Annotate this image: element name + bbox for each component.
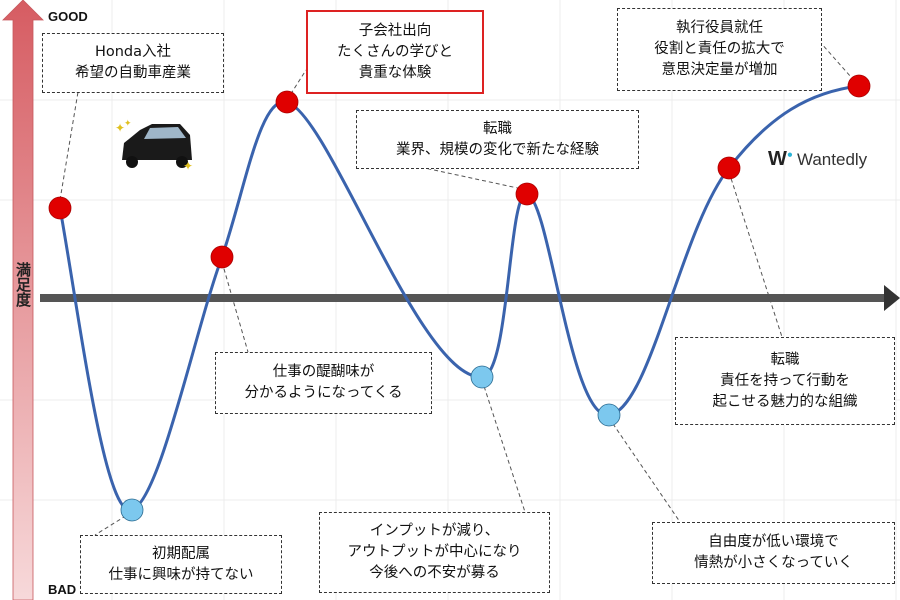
wantedly-w-icon: W● <box>768 148 793 170</box>
satisfaction-curve <box>58 84 860 512</box>
event-executive-officer: 執行役員就任役割と責任の拡大で意思決定量が増加 <box>617 8 822 91</box>
satisfaction-label: 満足度 <box>14 262 32 307</box>
event-initial-assignment: 初期配属仕事に興味が持てない <box>80 535 282 594</box>
event-job-change-1: 転職業界、規模の変化で新たな経験 <box>356 110 639 169</box>
event-honda-join: Honda入社希望の自動車産業 <box>42 33 224 93</box>
event-job-change-2: 転職責任を持って行動を起こせる魅力的な組織 <box>675 337 895 425</box>
event-low-freedom: 自由度が低い環境で情熱が小さくなっていく <box>652 522 895 584</box>
event-less-input: インプットが減り、アウトプットが中心になり今後への不安が募る <box>319 512 550 593</box>
time-axis-arrow <box>40 285 900 311</box>
svg-text:✦: ✦ <box>183 159 193 173</box>
data-points <box>48 74 871 522</box>
good-label: GOOD <box>48 9 88 24</box>
car-illustration: ✦ ✦ ✦ <box>115 119 193 173</box>
satisfaction-axis-arrow <box>2 0 44 600</box>
event-subsidiary-secondment: 子会社出向たくさんの学びと貴重な体験 <box>306 10 484 94</box>
bad-label: BAD <box>48 582 77 597</box>
svg-text:✦: ✦ <box>115 121 125 135</box>
wantedly-logo: W● Wantedly <box>768 148 868 170</box>
event-job-appeal: 仕事の醍醐味が分かるようになってくる <box>215 352 432 414</box>
svg-text:✦: ✦ <box>124 119 132 129</box>
